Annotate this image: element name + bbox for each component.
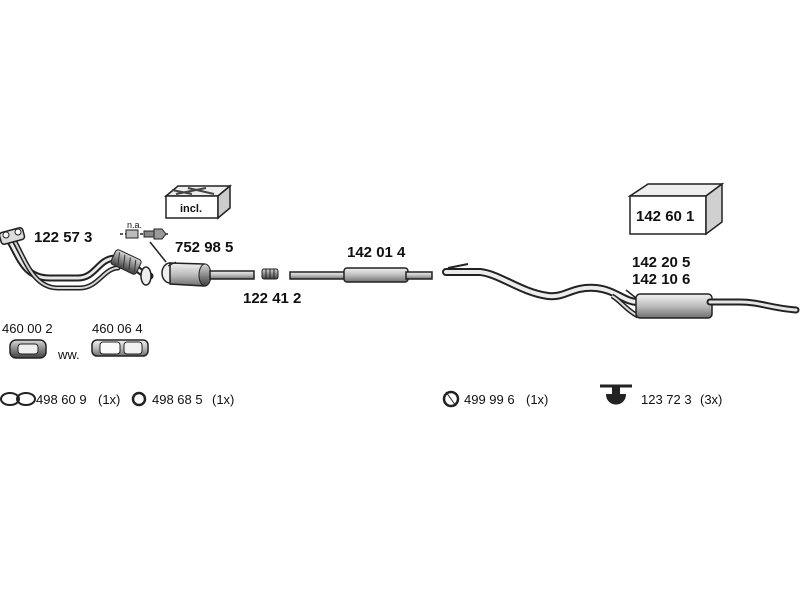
hanger-qty: (3x) [700,392,723,407]
ring-large-qty: (1x) [526,392,549,407]
gasket-a-drawing [9,339,47,359]
gasket-a-label: 460 00 2 [2,321,53,336]
connector-label: 122 41 2 [243,290,302,307]
ring-small-icon [131,391,147,407]
kit-incl-label: incl. [180,203,203,215]
kit-box-incl [163,184,233,220]
mounting-kit-box [627,182,725,236]
gasket-pair-number: 498 60 9 [36,392,87,407]
ring-small-qty: (1x) [212,392,235,407]
hanger-icon [600,384,632,405]
gasket-separator-label: ww. [58,347,80,362]
middle-silencer-label: 142 01 4 [347,244,406,261]
lambda-sensor [120,228,170,263]
ring-large-number: 499 99 6 [464,392,515,407]
gasket-b-drawing [91,339,149,357]
catalytic-converter [161,261,255,287]
gasket-pair-icon [0,392,36,406]
gasket-pair-qty: (1x) [98,392,121,407]
rear-silencer-label-2: 142 10 6 [632,271,691,288]
rear-silencer-label-1: 142 20 5 [632,254,691,271]
mounting-kit-label: 142 60 1 [636,208,695,225]
front-pipe-label: 122 57 3 [34,229,93,246]
ring-small-number: 498 68 5 [152,392,203,407]
ring-large-icon [442,390,460,408]
rear-silencer [442,263,800,319]
sensor-note-label: n.a. [127,220,143,230]
hanger-number: 123 72 3 [641,392,692,407]
middle-silencer [289,267,433,283]
gasket-b-label: 460 06 4 [92,321,143,336]
front-pipe [0,227,154,291]
connector-sleeve [261,268,279,280]
sensor-label: 752 98 5 [175,239,234,256]
